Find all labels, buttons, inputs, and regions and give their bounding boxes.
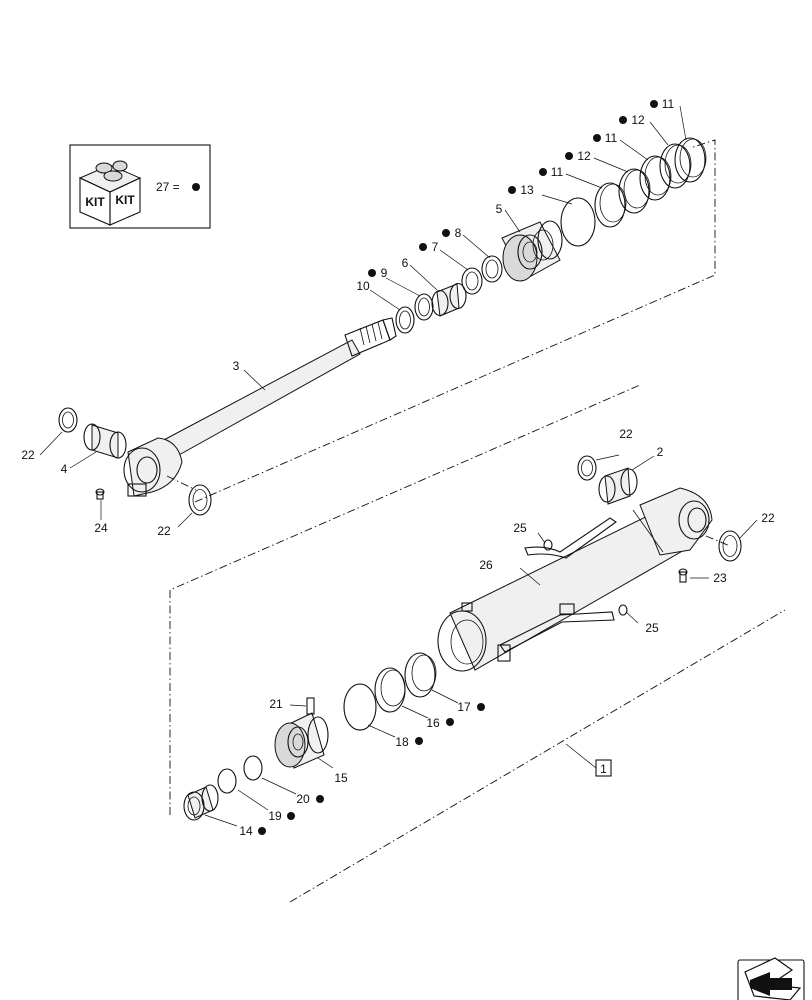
kit-bullet-icon xyxy=(477,703,485,711)
backup-ring-20 xyxy=(243,755,263,781)
seal-11a xyxy=(674,137,707,183)
barrel-bushing xyxy=(598,467,638,505)
kit-legend-text: 27 = xyxy=(156,180,180,194)
o-ring-25a xyxy=(543,539,553,551)
callout-16: 16 xyxy=(426,716,440,730)
callout-14: 14 xyxy=(239,824,253,838)
cylinder-gland xyxy=(501,220,563,282)
callout-19: 19 xyxy=(268,809,282,823)
callout-labels: 3 22 4 24 22 10 9 6 7 8 5 13 11 12 11 12… xyxy=(21,97,775,838)
kit-bullet-icon xyxy=(539,168,547,176)
piston-seal-stack xyxy=(343,652,437,731)
rod-seal-stack xyxy=(395,255,503,334)
kit-bullet-icon xyxy=(508,186,516,194)
seal-12a xyxy=(659,143,692,189)
seal-11c xyxy=(594,182,627,228)
piston-15 xyxy=(274,712,329,769)
callout-26: 26 xyxy=(479,558,493,572)
kit-bullet-icon xyxy=(650,100,658,108)
callout-12a: 12 xyxy=(631,113,645,127)
callout-25a: 25 xyxy=(513,521,527,535)
callout-5: 5 xyxy=(496,202,503,216)
callout-1: 1 xyxy=(600,762,607,776)
callout-11c: 11 xyxy=(551,165,564,179)
ring-7 xyxy=(461,267,483,295)
kit-bullet-icon xyxy=(419,243,427,251)
callout-22d: 22 xyxy=(761,511,775,525)
seal-ring-22a xyxy=(58,407,78,433)
kit-bullet-icon xyxy=(415,737,423,745)
kit-box-icon: KIT KIT xyxy=(78,160,142,226)
kit-bullet-icon xyxy=(442,229,450,237)
callout-9: 9 xyxy=(381,266,388,280)
ring-8 xyxy=(481,255,503,283)
kit-bullet-icon xyxy=(593,134,601,142)
seal-16 xyxy=(374,667,406,713)
callout-18: 18 xyxy=(395,735,409,749)
kit-bullet-icon xyxy=(287,812,295,820)
callout-6: 6 xyxy=(402,256,409,270)
seal-ring-22b xyxy=(188,484,212,516)
callout-11a: 11 xyxy=(662,97,675,111)
kit-bullet-icon xyxy=(368,269,376,277)
callout-7: 7 xyxy=(432,240,439,254)
stop-ring-14 xyxy=(183,784,219,821)
wear-ring-17 xyxy=(404,652,437,698)
callout-11b: 11 xyxy=(605,131,618,145)
callout-15: 15 xyxy=(334,771,348,785)
kit-bullet-icon xyxy=(316,795,324,803)
callout-10: 10 xyxy=(356,279,370,293)
gland-seal-stack xyxy=(560,137,707,247)
kit-box-label-right: KIT xyxy=(115,193,135,207)
rod-eye-bushing xyxy=(83,423,127,459)
callout-22c: 22 xyxy=(619,427,633,441)
seal-11b xyxy=(639,155,672,201)
cylinder-barrel xyxy=(437,487,731,672)
callout-12b: 12 xyxy=(577,149,591,163)
seal-ring-22d xyxy=(718,530,742,562)
kit-bullet-icon xyxy=(619,116,627,124)
ring-10 xyxy=(395,306,415,334)
callout-24: 24 xyxy=(94,521,108,535)
kit-legend-frame xyxy=(69,144,211,229)
kit-bullet-icon xyxy=(258,827,266,835)
o-ring-25b xyxy=(618,604,628,616)
callout-8: 8 xyxy=(455,226,462,240)
seal-12b xyxy=(618,168,651,214)
piston-rod xyxy=(123,317,397,497)
leader-lines xyxy=(39,105,758,827)
kit-legend: KIT KIT 27 = xyxy=(69,144,211,229)
o-ring-19 xyxy=(217,768,237,794)
kit-box-label-left: KIT xyxy=(85,195,105,209)
grease-fitting-23 xyxy=(678,568,688,583)
o-ring-18 xyxy=(343,683,377,731)
callout-23: 23 xyxy=(713,571,727,585)
bushing-6 xyxy=(431,282,467,317)
callout-21: 21 xyxy=(269,697,283,711)
callout-25b: 25 xyxy=(645,621,659,635)
assembly-boundary: 1 xyxy=(169,139,786,903)
kit-bullet-icon xyxy=(192,183,200,191)
ring-9 xyxy=(414,293,434,321)
o-ring-13 xyxy=(560,197,596,247)
callout-22a: 22 xyxy=(21,448,35,462)
kit-bullet-icon xyxy=(446,718,454,726)
grease-fitting-24 xyxy=(95,488,105,500)
seal-ring-22c xyxy=(577,455,597,481)
callout-3: 3 xyxy=(233,359,240,373)
callout-box-1 xyxy=(595,759,612,777)
previous-page-arrow-icon[interactable] xyxy=(737,957,805,1000)
callout-17: 17 xyxy=(457,700,471,714)
kit-bullet-icon xyxy=(565,152,573,160)
callout-2: 2 xyxy=(657,445,664,459)
callout-13: 13 xyxy=(520,183,534,197)
callout-20: 20 xyxy=(296,792,310,806)
callout-22b: 22 xyxy=(157,524,171,538)
set-screw-21 xyxy=(306,697,315,715)
callout-4: 4 xyxy=(61,462,68,476)
